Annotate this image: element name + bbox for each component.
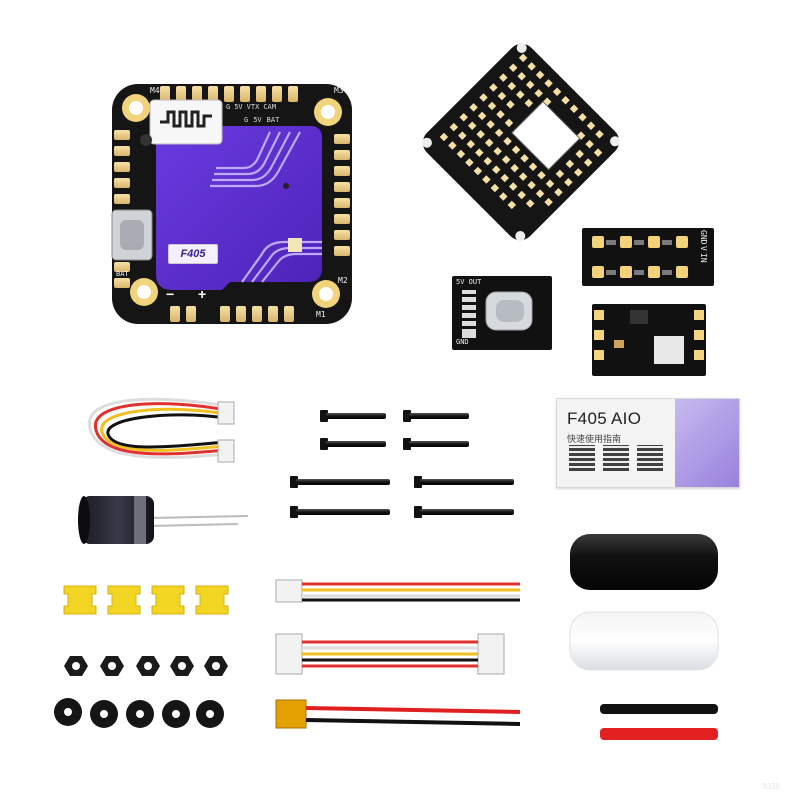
usb-label-5v-out: 5V OUT bbox=[456, 278, 482, 286]
pad-label: 5V bbox=[234, 103, 243, 111]
regulator-board bbox=[592, 304, 706, 376]
corner-label-m1: M1 bbox=[316, 310, 326, 319]
led-strip-labels: GND V IN bbox=[694, 230, 708, 263]
mounting-hole bbox=[122, 94, 342, 308]
watermark: 3338 bbox=[762, 782, 780, 791]
pad-label: BAT bbox=[266, 116, 280, 124]
heat-shrink-small bbox=[600, 704, 718, 740]
diamond-distribution-board bbox=[421, 42, 621, 242]
pad-label: 5V bbox=[253, 116, 262, 124]
pad-label: G bbox=[244, 116, 249, 124]
corner-label-m4: M4 bbox=[150, 86, 160, 95]
led-label: V bbox=[699, 246, 708, 252]
pad-label: VTX bbox=[246, 103, 260, 111]
pad-label: G bbox=[226, 103, 231, 111]
xt30-power-lead bbox=[275, 699, 521, 729]
board-model-text: F405 bbox=[180, 248, 206, 260]
polarity-minus: − bbox=[166, 286, 175, 302]
screw-set bbox=[290, 410, 514, 518]
washers bbox=[54, 698, 224, 728]
manual-board-graphic bbox=[675, 399, 739, 487]
quick-start-manual: F405 AIO 快速使用指南 bbox=[556, 398, 740, 488]
led-label: IN bbox=[699, 253, 708, 263]
yellow-grommets bbox=[63, 585, 229, 615]
wire-harness-1 bbox=[275, 579, 520, 603]
top-pad-labels-2: G 5V BAT bbox=[244, 116, 279, 124]
qr-code-icon bbox=[603, 445, 629, 471]
usb-label-gnd: GND bbox=[456, 338, 469, 346]
corner-label-m2: M2 bbox=[338, 276, 348, 285]
jst-connector bbox=[217, 439, 235, 463]
corner-label-m3: M3 bbox=[334, 86, 344, 95]
board-model-label: F405 bbox=[168, 244, 218, 264]
flight-controller-board bbox=[111, 84, 352, 324]
wire-harness-2 bbox=[275, 633, 505, 675]
manual-title: F405 AIO bbox=[567, 409, 642, 428]
heat-shrink-clear bbox=[569, 611, 719, 671]
usb-adapter-board bbox=[452, 276, 552, 350]
capacitor bbox=[78, 496, 249, 544]
led-strip-board bbox=[582, 228, 714, 286]
led-label: GND bbox=[699, 230, 708, 245]
qr-code-icon bbox=[637, 445, 663, 471]
polarity-plus: + bbox=[198, 286, 207, 302]
manual-subtitle: 快速使用指南 bbox=[567, 435, 622, 445]
pad-label: CAM bbox=[263, 103, 276, 111]
nuts bbox=[64, 656, 228, 676]
top-pad-labels: G 5V VTX CAM bbox=[226, 103, 276, 111]
pad-label-bat: BAT bbox=[116, 270, 129, 278]
heat-shrink-black bbox=[570, 534, 718, 590]
jst-cable-loop bbox=[88, 397, 227, 460]
qr-code-icon bbox=[569, 445, 595, 471]
jst-connector bbox=[217, 401, 235, 425]
